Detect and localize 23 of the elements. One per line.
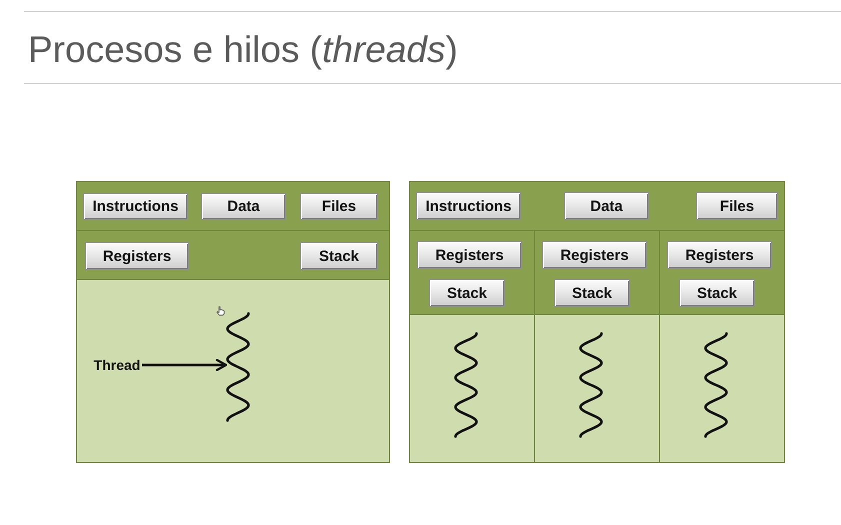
resource-box: Data (201, 193, 286, 220)
resource-box: Stack (554, 279, 630, 307)
resource-box: Instructions (416, 192, 521, 220)
thread-label: Thread (92, 356, 142, 374)
wavy-thread-line (454, 332, 478, 438)
resource-box: Registers (417, 241, 522, 269)
resource-box: Registers (542, 241, 647, 269)
wavy-thread-line (226, 312, 250, 422)
resource-box: Stack (679, 279, 755, 307)
slide-title: Procesos e hilos (threads) (28, 31, 458, 68)
resource-box: Registers (667, 241, 772, 269)
resource-box: Stack (429, 279, 505, 307)
resource-box: Data (564, 192, 649, 220)
process-panel (409, 181, 785, 463)
wavy-thread-line (704, 332, 728, 438)
resource-box: Files (696, 192, 778, 220)
wavy-thread-line (579, 332, 603, 438)
resource-box: Registers (85, 242, 189, 270)
process-panel (76, 181, 390, 463)
arrow (142, 358, 228, 372)
resource-box: Files (300, 193, 378, 220)
resource-box: Instructions (83, 193, 188, 220)
resource-box: Stack (300, 242, 378, 270)
